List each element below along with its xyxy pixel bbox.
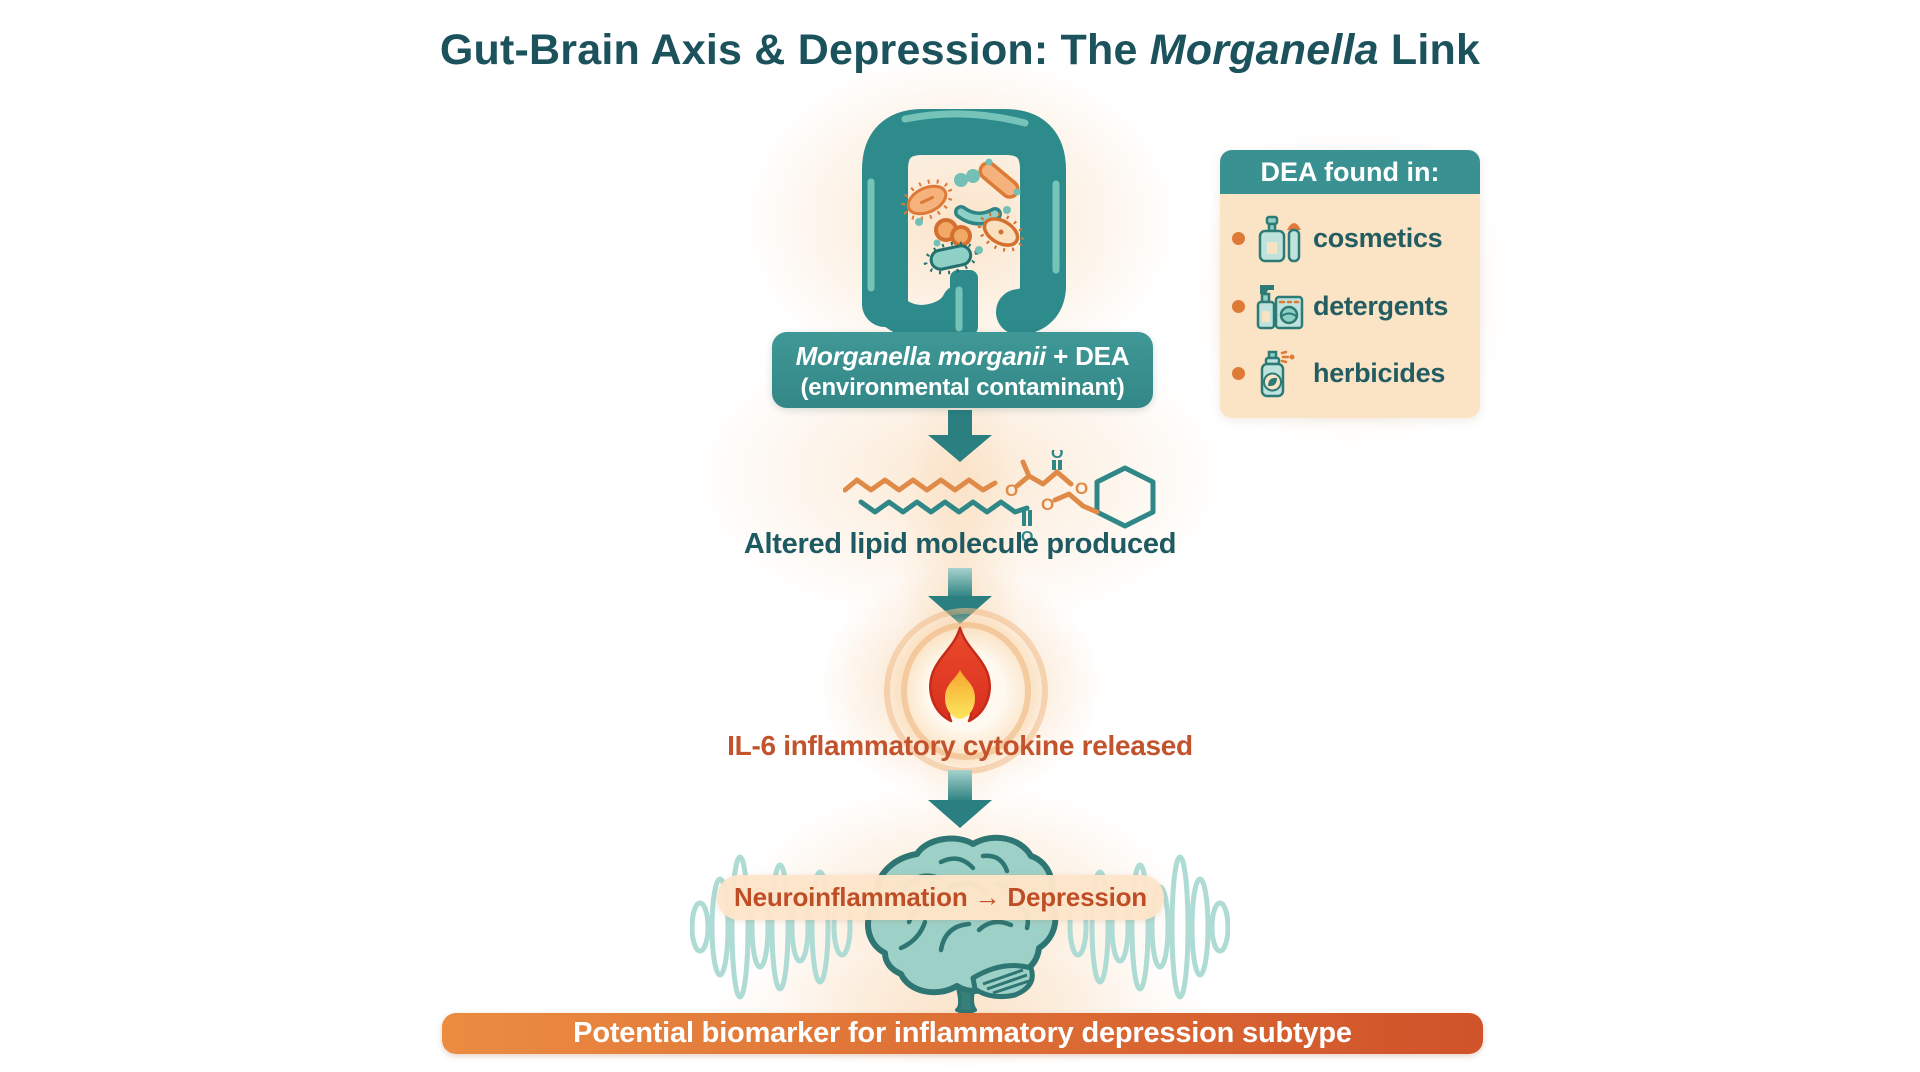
herbicide-icon [1254,347,1304,401]
bullet-icon [1232,232,1245,245]
dea-sources-panel: DEA found in: cosmetics [1220,150,1480,418]
flame-icon [917,626,1003,728]
dea-item-label: herbicides [1313,358,1446,388]
il6-cytokine-label: IL-6 inflammatory cytokine released [727,730,1193,761]
page-title: Gut-Brain Axis & Depression: The Morgane… [0,26,1920,75]
oxygen-atom-label: O [1051,450,1063,462]
dea-item-herbicides: herbicides [1232,347,1468,401]
dea-panel-header: DEA found in: [1220,150,1480,194]
down-arrow-icon [928,410,992,462]
dea-item-label: cosmetics [1313,223,1443,253]
title-suffix: Link [1378,26,1481,74]
oxygen-atom-label: O [1075,479,1088,498]
dea-item-cosmetics: cosmetics [1232,212,1468,266]
title-italic-morganella: Morganella [1149,26,1379,74]
cosmetics-icon [1254,212,1304,266]
title-prefix: Gut-Brain Axis & Depression: The [439,26,1150,74]
morganella-dea-line1: Morganella morganii + DEA [772,341,1153,372]
species-name: Morganella morganii [795,341,1047,371]
detergent-icon [1254,279,1304,333]
lipid-molecule-icon: O O O O O [843,450,1195,550]
species-rest: + DEA [1046,341,1130,371]
dea-item-detergents: detergents [1232,279,1468,333]
dea-panel-body: cosmetics [1220,194,1480,418]
bullet-icon [1232,299,1245,313]
morganella-dea-box: Morganella morganii + DEA (environmental… [772,332,1153,408]
bullet-icon [1232,367,1245,380]
brain-icon [845,828,1075,1013]
morganella-dea-line2: (environmental contaminant) [800,374,1125,401]
down-arrow-icon [928,770,992,828]
oxygen-atom-label: O [1021,529,1033,546]
dea-item-label: detergents [1313,290,1449,321]
neuroinflammation-depression-pill: Neuroinflammation → Depression [717,875,1164,920]
intestine-icon [849,92,1079,335]
biomarker-banner: Potential biomarker for inflammatory dep… [442,1013,1483,1054]
oxygen-atom-label: O [1041,495,1054,514]
altered-lipid-label: Altered lipid molecule produced [743,528,1177,560]
